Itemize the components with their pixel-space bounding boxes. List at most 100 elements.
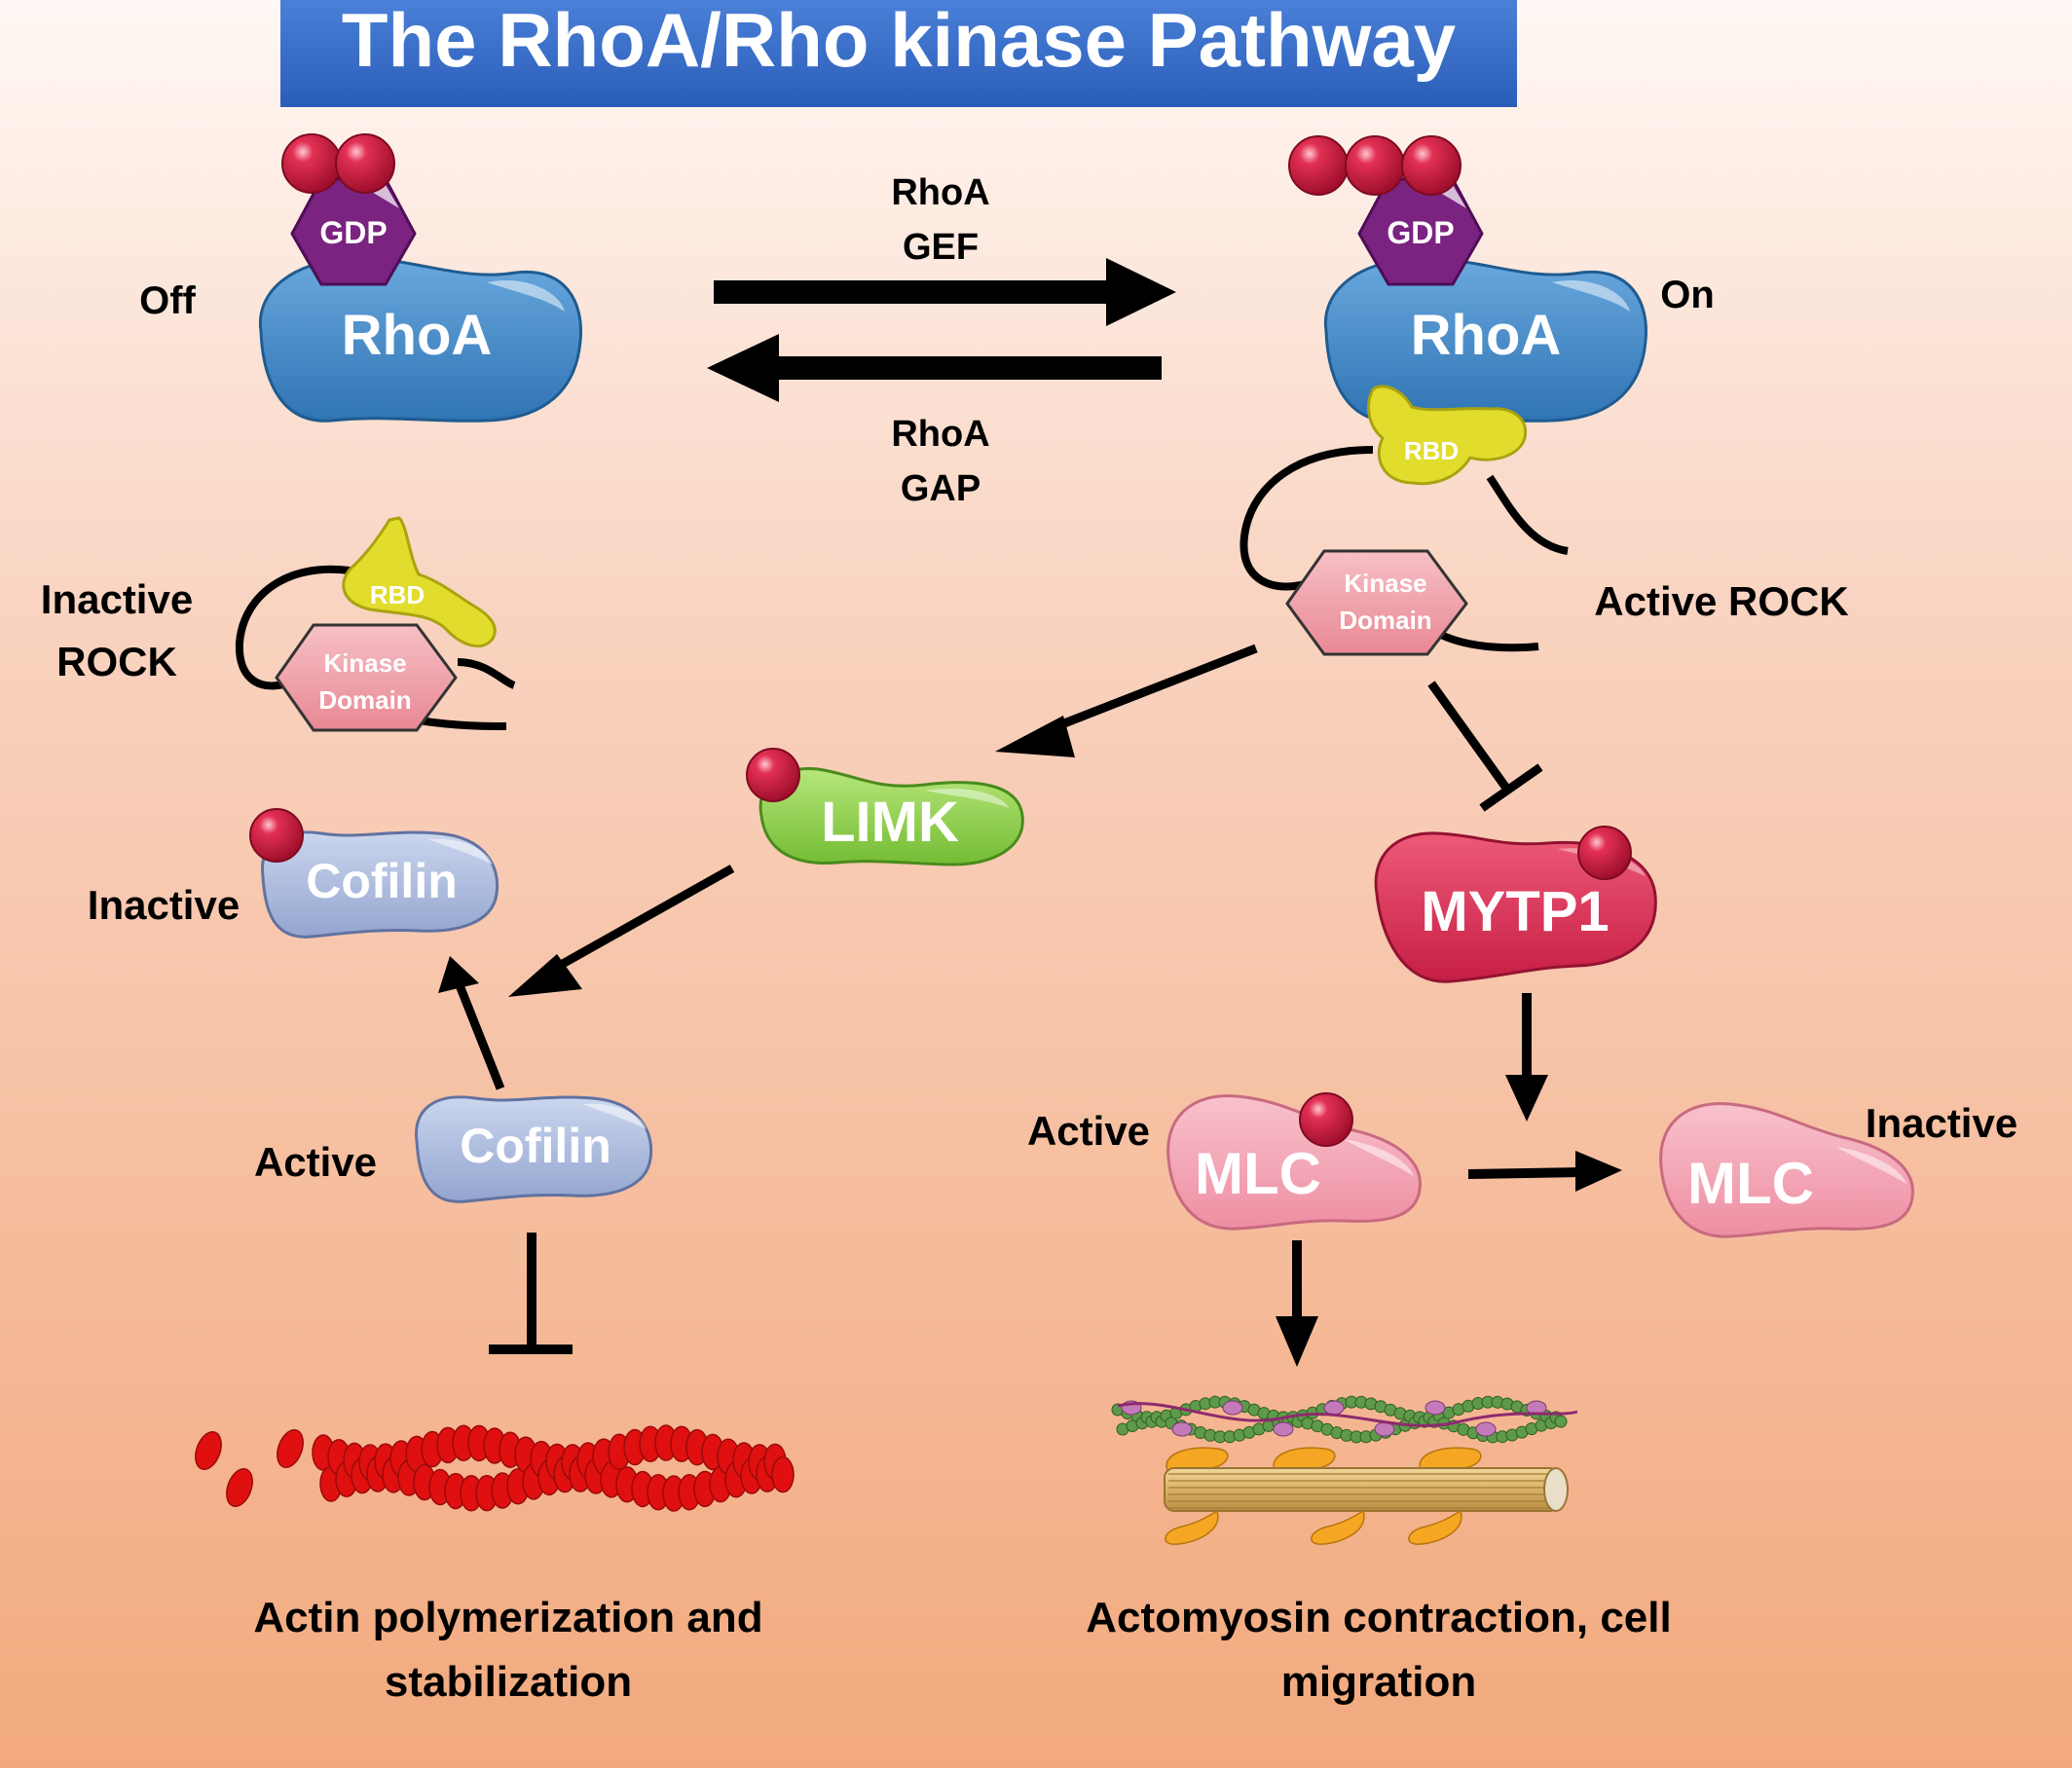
active-rock-linker-2 xyxy=(1486,474,1569,555)
inactive-mlc-state-label: Inactive xyxy=(1866,1100,2017,1146)
rock-to-limk-arrow xyxy=(1040,644,1258,737)
inactive-cofilin-protein xyxy=(261,830,500,939)
gdp-off-label: GDP xyxy=(319,215,387,250)
gdp-on-label: GDP xyxy=(1387,215,1454,250)
rhoa-on-group: RhoA GDP On RBD Kinase Domain Active ROC… xyxy=(1240,135,1849,656)
inactive-rock-label-1: Inactive xyxy=(41,576,193,622)
actin-filament-icon xyxy=(195,1424,795,1512)
gap-arrow-head xyxy=(707,334,779,402)
gap-label-line1: RhoA xyxy=(891,414,989,455)
mytp1-group: MYTP1 xyxy=(1374,826,1657,983)
actin-monomer xyxy=(226,1468,253,1507)
phosphate-bead-icon xyxy=(335,133,395,194)
troponin-bead xyxy=(1171,1421,1193,1437)
page-title: The RhoA/Rho kinase Pathway xyxy=(342,0,1456,83)
active-rock-label: Active ROCK xyxy=(1594,578,1848,624)
troponin-bead xyxy=(1273,1421,1294,1437)
inactive-rock-linker-3 xyxy=(418,717,507,730)
inactive-cofilin-state-label: Inactive xyxy=(88,882,240,928)
inactive-kinase-domain xyxy=(275,623,458,732)
inactive-rock-linker xyxy=(235,565,371,690)
troponin-bead xyxy=(1475,1421,1497,1437)
mlc-to-actomyosin-arrowhead xyxy=(1276,1316,1318,1367)
actin-outcome-line1: Actin polymerization and xyxy=(253,1594,762,1641)
phosphate-bead-icon xyxy=(281,133,342,194)
phosphate-bead-icon xyxy=(1345,135,1405,196)
troponin-bead xyxy=(1374,1421,1395,1437)
actin-outcome-line2: stabilization xyxy=(385,1658,632,1706)
rhoa-off-label: RhoA xyxy=(342,304,493,367)
cofilin-activation-arrow xyxy=(455,983,505,1090)
limk-to-cofilin-arrow xyxy=(542,865,735,977)
limk-group: LIMK xyxy=(746,748,1024,866)
inactive-rock-label-2: ROCK xyxy=(56,639,177,684)
active-kinase-label-1: Kinase xyxy=(1344,569,1426,598)
actin-monomer xyxy=(277,1429,304,1468)
myosin-heads-lower xyxy=(1165,1509,1462,1545)
active-cofilin-label: Cofilin xyxy=(460,1119,611,1173)
limk-protein xyxy=(758,767,1024,866)
inactive-cofilin-label: Cofilin xyxy=(306,854,458,908)
actomyosin-fiber-icon xyxy=(1111,1395,1578,1545)
rock-inhibits-mytp1-bar xyxy=(1479,763,1543,812)
limk-to-cofilin-arrowhead xyxy=(508,954,582,997)
tropomyosin-strand xyxy=(1117,1402,1578,1427)
actin-monomer xyxy=(195,1431,222,1470)
gef-gap-exchange: RhoA GEF RhoA GAP xyxy=(707,172,1176,509)
mytp1-label: MYTP1 xyxy=(1421,880,1609,943)
rock-to-limk-arrowhead xyxy=(995,716,1075,757)
rhoa-off-group: RhoA GDP Off xyxy=(139,133,582,423)
inactive-rock-linker-2 xyxy=(457,658,516,689)
thick-filament-end xyxy=(1543,1467,1569,1512)
inactive-rock-group: Kinase Domain RBD Inactive ROCK xyxy=(41,516,516,732)
active-cofilin-group: Cofilin Active xyxy=(254,1095,653,1203)
phosphate-bead-icon xyxy=(1401,135,1462,196)
inactive-mlc-label: MLC xyxy=(1687,1151,1814,1216)
mytp1-to-mlc-arrowhead xyxy=(1505,1075,1548,1122)
actin-monomer xyxy=(771,1455,795,1493)
gef-arrow-shaft xyxy=(714,280,1113,304)
mlc-dephosphorylation-arrowhead xyxy=(1575,1151,1622,1192)
rhoa-off-state-label: Off xyxy=(139,279,196,322)
inactive-rbd-domain xyxy=(342,516,497,648)
inactive-rbd-label: RBD xyxy=(370,580,425,609)
phosphate-bead-icon xyxy=(1577,826,1632,880)
active-kinase-domain xyxy=(1285,549,1468,656)
cofilin-activation-arrowhead xyxy=(438,956,479,993)
title-banner: The RhoA/Rho kinase Pathway xyxy=(280,0,1517,107)
gef-label-line1: RhoA xyxy=(891,172,989,213)
active-rbd-domain xyxy=(1367,385,1528,486)
active-mlc-state-label: Active xyxy=(1027,1108,1150,1154)
g-actin-bead xyxy=(1554,1415,1568,1428)
phosphate-bead-icon xyxy=(746,748,800,802)
active-mlc-protein xyxy=(1166,1094,1422,1231)
active-cofilin-state-label: Active xyxy=(254,1139,377,1185)
thick-filament-stripes xyxy=(1168,1473,1554,1509)
inactive-mlc-group: MLC Inactive xyxy=(1659,1100,2017,1238)
inactive-cofilin-group: Cofilin Inactive xyxy=(88,808,500,939)
gef-label-line2: GEF xyxy=(903,227,979,268)
inactive-mlc-protein xyxy=(1659,1102,1914,1238)
phosphate-bead-icon xyxy=(1288,135,1349,196)
active-rbd-label: RBD xyxy=(1404,436,1459,465)
rhoa-on-state-label: On xyxy=(1660,274,1715,316)
actomyosin-outcome-line2: migration xyxy=(1281,1658,1476,1706)
gap-label-line2: GAP xyxy=(901,468,980,509)
active-rock-linker xyxy=(1240,446,1374,591)
troponin-bead xyxy=(1424,1400,1446,1416)
inactive-kinase-label-1: Kinase xyxy=(323,648,406,678)
phosphate-bead-icon xyxy=(1299,1092,1353,1147)
active-cofilin-protein xyxy=(415,1095,653,1203)
troponin-bead xyxy=(1222,1400,1243,1416)
title-bar xyxy=(280,0,1517,107)
inactive-kinase-label-2: Domain xyxy=(318,685,411,715)
active-kinase-label-2: Domain xyxy=(1339,606,1431,635)
troponin-bead xyxy=(1323,1400,1345,1416)
myosin-head xyxy=(1165,1509,1219,1545)
actomyosin-outcome-line1: Actomyosin contraction, cell xyxy=(1086,1594,1671,1641)
mlc-dephosphorylation-arrow xyxy=(1467,1167,1584,1179)
phosphate-bead-icon xyxy=(249,808,304,863)
rhoa-on-label: RhoA xyxy=(1411,304,1562,367)
